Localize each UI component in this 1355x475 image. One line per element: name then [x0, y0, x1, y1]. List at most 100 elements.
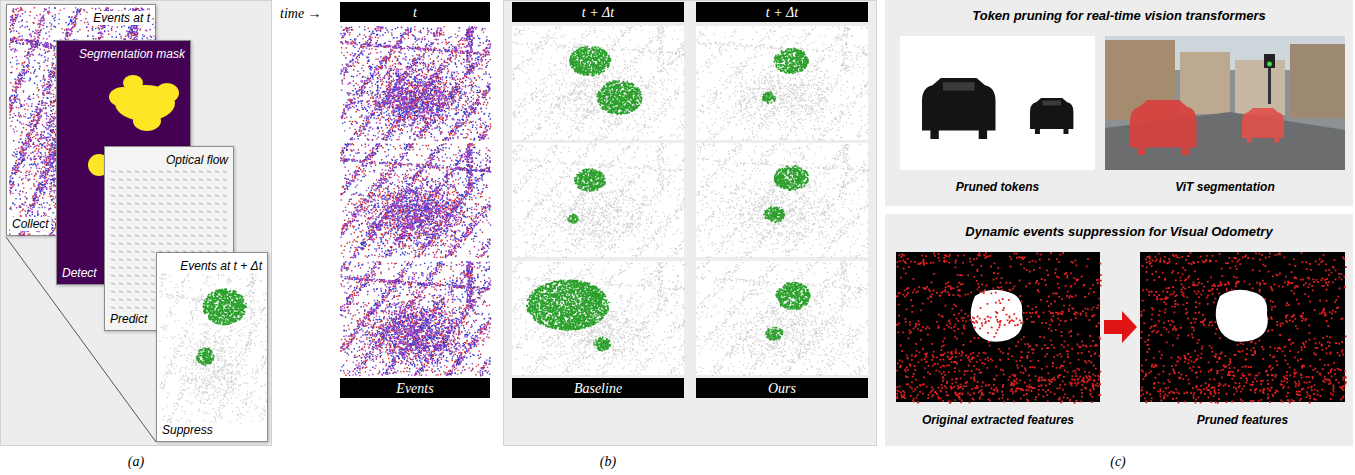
bar-label: Events	[396, 381, 433, 396]
event-dots	[340, 26, 491, 141]
event-dots	[340, 143, 491, 258]
image-caption: Pruned features	[1197, 413, 1288, 427]
event-dots	[340, 261, 491, 376]
panel-title: Token pruning for real-time vision trans…	[972, 8, 1266, 23]
time-header: t + Δt	[696, 2, 868, 22]
time-header: t	[340, 2, 490, 22]
dynamic-event-dots	[526, 280, 610, 332]
panel-letter: (a)	[128, 454, 144, 469]
event-dots	[341, 26, 492, 141]
text-slot: Events at t	[91, 8, 152, 26]
text-slot: time →	[280, 4, 322, 22]
text-slot: Events	[340, 379, 490, 397]
text-slot: Segmentation mask	[77, 44, 187, 62]
text-slot: Optical flow	[164, 150, 230, 168]
column-images	[340, 26, 869, 376]
card-label: Segmentation mask	[77, 47, 187, 61]
text-slot: Baseline	[512, 379, 684, 397]
text-slot: Detect	[60, 263, 99, 281]
text-slot: Events at t + Δt	[178, 256, 264, 274]
suppressed-dots	[696, 261, 869, 376]
image-frame	[696, 261, 868, 375]
text-slot: (b)	[558, 452, 658, 470]
dynamic-event-dots	[774, 48, 809, 74]
event-dots	[340, 143, 491, 258]
panel-letter: (b)	[600, 454, 616, 469]
panel-letter: (c)	[1110, 454, 1126, 469]
panel-ground	[1, 1, 272, 446]
dynamic-event-dots	[762, 91, 776, 103]
bar-label: t + Δt	[582, 5, 614, 20]
dynamic-event-dots	[569, 46, 611, 77]
dynamic-event-dots	[775, 282, 810, 310]
text-slot: Dynamic events suppression for Visual Od…	[885, 222, 1353, 240]
stage-name: Detect	[60, 266, 99, 280]
card-label: Events at t + Δt	[178, 259, 264, 273]
stage-name: Predict	[108, 312, 149, 326]
image-caption: ViT segmentation	[1175, 180, 1275, 194]
dynamic-event-dots	[574, 168, 606, 192]
dynamic-object	[1216, 290, 1268, 342]
text-slot: Pruned features	[1140, 410, 1345, 428]
time-axis-label: time →	[280, 6, 322, 21]
image-caption: Original extracted features	[922, 413, 1074, 427]
feature-dots	[1140, 252, 1347, 404]
panel-title: Dynamic events suppression for Visual Od…	[965, 224, 1272, 239]
dynamic-event-dots	[196, 348, 215, 366]
dynamic-event-dots	[203, 288, 247, 325]
event-dots	[340, 143, 491, 258]
text-slot: Token pruning for real-time vision trans…	[885, 6, 1353, 24]
stage-name: Suppress	[160, 423, 215, 437]
suppressed-dots	[512, 261, 685, 376]
text-slot: t + Δt	[512, 3, 684, 21]
event-dots	[340, 261, 491, 376]
event-dots	[340, 261, 491, 376]
stage-name: Collect	[10, 217, 51, 231]
text-slot: Predict	[108, 309, 149, 327]
time-header: t + Δt	[512, 2, 684, 22]
features-image	[1140, 252, 1345, 402]
dynamic-event-dots	[765, 327, 783, 341]
text-slot: t + Δt	[696, 3, 868, 21]
dynamic-event-dots	[596, 80, 642, 115]
segmented-car	[1130, 100, 1197, 155]
panel-ground	[504, 1, 877, 446]
panel-ground	[885, 214, 1353, 446]
stage-card: Events at t + Δt Suppress	[156, 252, 268, 442]
text-slot: Suppress	[160, 420, 215, 438]
red-arrow	[1104, 311, 1137, 343]
feature-dots	[896, 252, 1102, 404]
event-dots	[340, 26, 491, 141]
panel-ground	[885, 0, 1353, 206]
bar-label: t	[413, 5, 417, 20]
suppressed-dots	[696, 26, 869, 141]
street-image	[1105, 36, 1345, 170]
feature-dots	[1140, 252, 1347, 404]
suppressed-dots	[159, 273, 268, 424]
suppressed-dots	[512, 143, 685, 258]
dynamic-event-dots	[763, 206, 785, 223]
image-frame	[696, 143, 868, 257]
text-slot: ViT segmentation	[1105, 177, 1345, 195]
image-caption: Pruned tokens	[956, 180, 1039, 194]
application-panel: Dynamic events suppression for Visual Od…	[885, 214, 1353, 446]
suppressed-dots	[512, 26, 685, 141]
application-panel: Token pruning for real-time vision trans…	[885, 0, 1353, 206]
text-slot: Collect	[10, 214, 51, 232]
feature-dots	[896, 252, 1102, 404]
text-slot: Original extracted features	[896, 410, 1100, 428]
text-slot: Pruned tokens	[900, 177, 1095, 195]
bar-label: t + Δt	[766, 5, 798, 20]
card-label: Optical flow	[164, 153, 230, 167]
column-footer: Baseline	[512, 378, 684, 398]
text-slot: (c)	[1068, 452, 1168, 470]
segmented-car	[1242, 108, 1284, 143]
text-slot: t	[340, 3, 490, 21]
pruned-tokens-image	[900, 36, 1095, 170]
card-label: Events at t	[91, 11, 152, 25]
text-slot: (a)	[86, 452, 186, 470]
column-footer: Ours	[696, 378, 868, 398]
car-silhouette	[1030, 98, 1073, 134]
text-slot: Ours	[696, 379, 868, 397]
card-image	[157, 253, 269, 443]
